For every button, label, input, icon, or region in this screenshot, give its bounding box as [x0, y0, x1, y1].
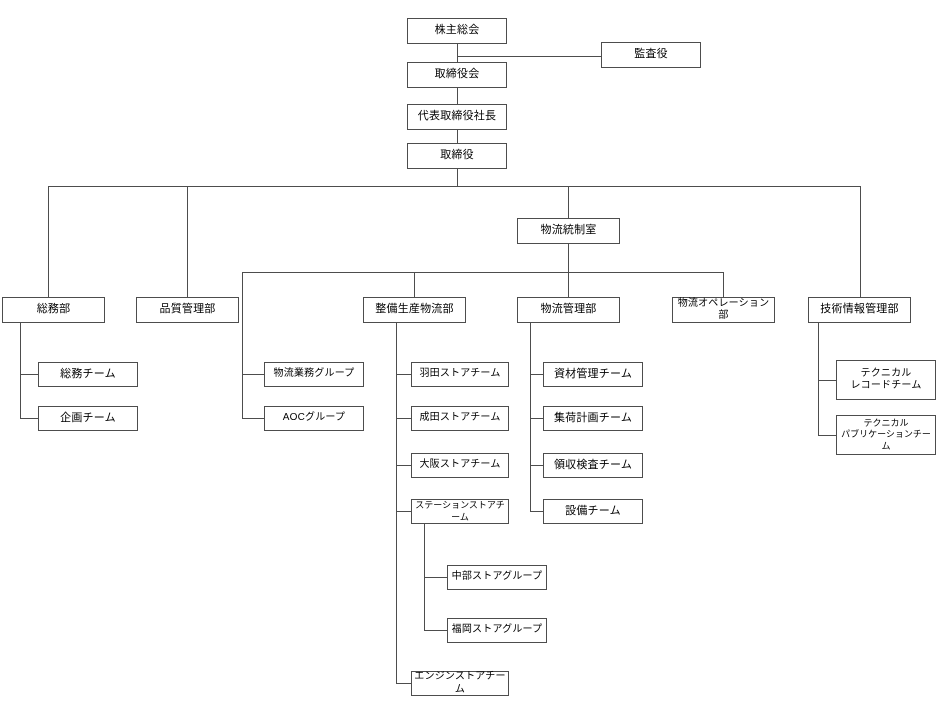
- node-maint-prod-logi-dept[interactable]: 整備生産物流部: [363, 297, 466, 323]
- node-label: 成田ストアチーム: [419, 412, 501, 424]
- node-label: 大阪ストアチーム: [419, 459, 501, 471]
- logistics-ops-group-spine: [242, 272, 243, 419]
- node-logistics-ops-group[interactable]: 物流業務グループ: [264, 362, 364, 387]
- node-label: 技術情報管理部: [820, 303, 899, 316]
- node-label: 福岡ストアグループ: [451, 624, 543, 636]
- node-technical-publication-team[interactable]: テクニカル パブリケーションチーム: [836, 415, 936, 455]
- node-haneda-store-team[interactable]: 羽田ストアチーム: [411, 362, 509, 387]
- node-engine-store-team[interactable]: エンジンストアチーム: [411, 671, 509, 696]
- drop-logistics-control: [568, 186, 569, 218]
- shareholders-to-board: [457, 44, 458, 62]
- tick-osaka: [396, 465, 411, 466]
- node-label: 物流オペレーション部: [677, 297, 770, 322]
- node-label: 設備チーム: [565, 504, 621, 517]
- node-label: 整備生産物流部: [375, 303, 454, 316]
- node-board-of-directors[interactable]: 取締役会: [407, 62, 507, 88]
- node-label: 企画チーム: [60, 411, 116, 424]
- tick-aoc-group: [242, 418, 264, 419]
- node-aoc-group[interactable]: AOCグループ: [264, 406, 364, 431]
- node-label: 品質管理部: [159, 303, 216, 316]
- node-planning-team[interactable]: 企画チーム: [38, 406, 138, 431]
- tick-planning-team: [20, 418, 38, 419]
- main-bus: [48, 186, 861, 187]
- drop-logistics-ops: [723, 272, 724, 297]
- node-narita-store-team[interactable]: 成田ストアチーム: [411, 406, 509, 431]
- node-label: AOCグループ: [282, 412, 346, 424]
- node-label: 羽田ストアチーム: [419, 368, 501, 380]
- node-quality-control-dept[interactable]: 品質管理部: [136, 297, 239, 323]
- drop-maint-prod-logi: [414, 272, 415, 297]
- logistics-mgmt-spine: [530, 323, 531, 512]
- tick-receiving-insp: [530, 465, 543, 466]
- tick-technical-record: [818, 380, 836, 381]
- general-affairs-spine: [20, 323, 21, 419]
- drop-quality-control: [187, 186, 188, 297]
- node-logistics-control-office[interactable]: 物流統制室: [517, 218, 620, 244]
- node-label: 物流統制室: [540, 224, 597, 237]
- tick-haneda: [396, 374, 411, 375]
- node-label: 株主総会: [434, 24, 480, 37]
- node-label: ステーションストアチーム: [415, 500, 505, 522]
- node-tech-info-mgmt-dept[interactable]: 技術情報管理部: [808, 297, 911, 323]
- tick-logistics-ops-group: [242, 374, 264, 375]
- node-receiving-insp-team[interactable]: 領収検査チーム: [543, 453, 643, 478]
- tech-info-spine: [818, 323, 819, 435]
- node-label: 物流業務グループ: [273, 368, 355, 380]
- node-logistics-ops-dept[interactable]: 物流オペレーション部: [672, 297, 775, 323]
- node-general-affairs-team[interactable]: 総務チーム: [38, 362, 138, 387]
- tick-general-affairs-team: [20, 374, 38, 375]
- auditor-to-trunk: [457, 56, 601, 57]
- tick-technical-publication: [818, 435, 836, 436]
- tick-collection-plan: [530, 418, 543, 419]
- board-to-president: [457, 88, 458, 104]
- node-label: 集荷計画チーム: [553, 411, 633, 424]
- node-label: 資材管理チーム: [553, 367, 633, 380]
- node-label: 物流管理部: [540, 303, 597, 316]
- node-general-affairs-dept[interactable]: 総務部: [2, 297, 105, 323]
- node-osaka-store-team[interactable]: 大阪ストアチーム: [411, 453, 509, 478]
- node-label: 取締役: [440, 149, 474, 162]
- node-director[interactable]: 取締役: [407, 143, 507, 169]
- drop-tech-info: [860, 186, 861, 297]
- node-auditor[interactable]: 監査役: [601, 42, 701, 68]
- node-label: エンジンストアチーム: [414, 671, 506, 695]
- node-label: 領収検査チーム: [553, 458, 633, 471]
- tick-chubu: [424, 577, 447, 578]
- node-station-store-team[interactable]: ステーションストアチーム: [411, 499, 509, 524]
- node-fukuoka-store-group[interactable]: 福岡ストアグループ: [447, 618, 547, 643]
- tick-fukuoka: [424, 630, 447, 631]
- drop-general-affairs: [48, 186, 49, 297]
- node-logistics-mgmt-dept[interactable]: 物流管理部: [517, 297, 620, 323]
- drop-logistics-mgmt: [568, 272, 569, 297]
- node-label: 中部ストアグループ: [451, 571, 543, 583]
- maint-prod-logi-spine: [396, 323, 397, 684]
- node-label: 代表取締役社長: [417, 110, 497, 123]
- node-label: 取締役会: [434, 68, 480, 81]
- node-label: テクニカル パブリケーションチーム: [841, 418, 931, 451]
- president-to-director: [457, 130, 458, 143]
- tick-equipment: [530, 511, 543, 512]
- node-label: 監査役: [634, 48, 668, 61]
- node-label: 総務部: [36, 303, 71, 316]
- node-shareholders-meeting[interactable]: 株主総会: [407, 18, 507, 44]
- node-label: テクニカル レコードチーム: [850, 367, 922, 392]
- tick-station: [396, 511, 411, 512]
- director-to-main-bus: [457, 169, 458, 186]
- logistics-control-to-sub-bus: [568, 244, 569, 272]
- node-chubu-store-group[interactable]: 中部ストアグループ: [447, 565, 547, 590]
- node-material-mgmt-team[interactable]: 資材管理チーム: [543, 362, 643, 387]
- tick-engine: [396, 683, 411, 684]
- node-label: 総務チーム: [60, 367, 116, 380]
- tick-material-mgmt: [530, 374, 543, 375]
- node-equipment-team[interactable]: 設備チーム: [543, 499, 643, 524]
- node-technical-record-team[interactable]: テクニカル レコードチーム: [836, 360, 936, 400]
- node-collection-plan-team[interactable]: 集荷計画チーム: [543, 406, 643, 431]
- sub-bus: [242, 272, 724, 273]
- node-president[interactable]: 代表取締役社長: [407, 104, 507, 130]
- tick-narita: [396, 418, 411, 419]
